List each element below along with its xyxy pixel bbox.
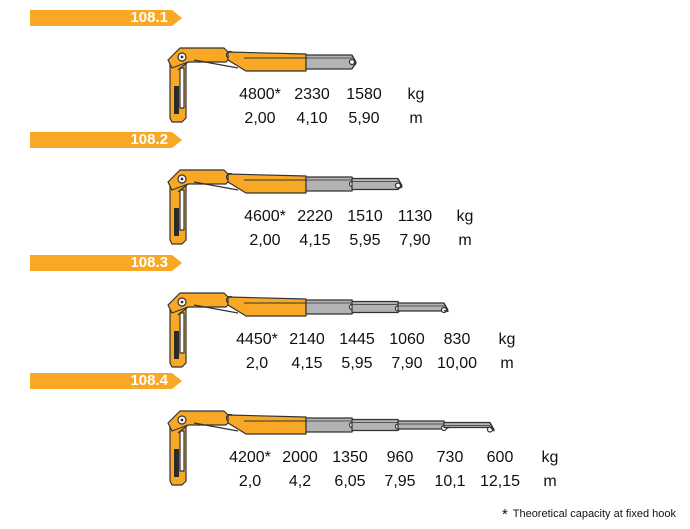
boom-extension	[305, 176, 357, 192]
model-label: 108.3	[130, 254, 168, 271]
reach-value: 10,00	[436, 355, 478, 372]
reach-value: 6,05	[334, 473, 366, 490]
model-label: 108.4	[130, 372, 168, 389]
reach-value: 4,10	[296, 110, 328, 127]
boom-extension	[351, 177, 403, 191]
column-cylinder	[179, 312, 185, 354]
capacity-value: 1580	[346, 86, 382, 103]
extension-joint	[394, 182, 402, 189]
reach-unit: m	[409, 110, 423, 127]
reach-value: 4,15	[299, 232, 331, 249]
outer-boom	[227, 173, 307, 194]
outer-boom	[227, 296, 307, 317]
boom-tip	[351, 55, 357, 69]
capacity-value: 1510	[347, 208, 383, 225]
reach-value: 2,0	[245, 355, 269, 372]
boom-extension	[305, 54, 357, 70]
crane-illustration	[167, 410, 495, 486]
crane-illustration	[167, 47, 357, 123]
footnote-symbol: *	[502, 506, 508, 523]
reach-value: 2,0	[238, 473, 262, 490]
capacity-value: 4600*	[244, 208, 286, 225]
reach-value: 5,95	[341, 355, 373, 372]
crane-model-1: 108.1 4800* 2330 1580 2,00 4,10 5,90 kg m	[0, 0, 690, 132]
boom-extension	[305, 299, 357, 315]
boom-extension	[397, 302, 449, 312]
extension-joint	[348, 58, 356, 66]
capacity-value: 1130	[397, 208, 433, 225]
column-shadow	[174, 208, 179, 236]
reach-unit: m	[543, 473, 557, 490]
footnote-text: Theoretical capacity at fixed hook	[512, 508, 676, 520]
boom-tip	[489, 422, 495, 432]
reach-value: 7,95	[384, 473, 416, 490]
reach-unit: m	[500, 355, 514, 372]
boom-extension	[305, 417, 357, 433]
reach-value: 7,90	[391, 355, 423, 372]
capacity-value: 4200*	[229, 449, 271, 466]
capacity-unit: kg	[498, 331, 516, 348]
capacity-unit: kg	[407, 86, 425, 103]
reach-unit: m	[458, 232, 472, 249]
reach-value: 7,90	[399, 232, 431, 249]
column-shadow	[174, 86, 179, 114]
capacity-unit: kg	[541, 449, 559, 466]
crane-illustration	[167, 292, 449, 368]
capacity-value: 2140	[289, 331, 325, 348]
crane-model-4: 108.4 4200* 2000 1350 960 730 600 2,0 4,2 6,05 7,9…	[0, 363, 690, 495]
boom-extension	[351, 300, 403, 314]
reach-value: 12,15	[479, 473, 521, 490]
capacity-value: 830	[443, 331, 471, 348]
model-tag: 108.4	[30, 373, 182, 389]
capacity-value: 1350	[332, 449, 368, 466]
column-cylinder	[179, 430, 185, 472]
capacity-unit: kg	[456, 208, 474, 225]
crane-illustration	[167, 169, 403, 245]
model-tag: 108.3	[30, 255, 182, 271]
capacity-value: 730	[436, 449, 464, 466]
column-cylinder	[179, 189, 185, 231]
capacity-value: 1445	[339, 331, 375, 348]
model-tag: 108.2	[30, 132, 182, 148]
reach-value: 4,2	[288, 473, 312, 490]
model-tag: 108.1	[30, 10, 182, 26]
capacity-value: 960	[386, 449, 414, 466]
reach-value: 4,15	[291, 355, 323, 372]
capacity-value: 600	[486, 449, 514, 466]
outer-boom	[227, 414, 307, 435]
model-label: 108.2	[130, 131, 168, 148]
reach-value: 5,90	[348, 110, 380, 127]
capacity-value: 2330	[294, 86, 330, 103]
crane-model-2: 108.2 4600* 2220 1510 1130 2,00 4,15 5,95 7,90 kg…	[0, 122, 690, 254]
boom-tip	[443, 303, 449, 313]
footnote: * Theoretical capacity at fixed hook	[502, 506, 676, 523]
boom-tip	[397, 178, 403, 190]
capacity-value: 4450*	[236, 331, 278, 348]
reach-value: 2,00	[249, 232, 281, 249]
column-shadow	[174, 449, 179, 477]
capacity-value: 4800*	[239, 86, 281, 103]
reach-value: 2,00	[244, 110, 276, 127]
column-cylinder	[179, 67, 185, 109]
capacity-value: 1060	[389, 331, 425, 348]
model-label: 108.1	[130, 9, 168, 26]
boom-extension	[397, 420, 449, 430]
crane-model-3: 108.3 4450* 2140 1445 1060 830 2,0 4,15 5,95 7,90…	[0, 245, 690, 377]
capacity-value: 2220	[297, 208, 333, 225]
capacity-value: 2000	[282, 449, 318, 466]
boom-extension	[351, 418, 403, 432]
reach-value: 5,95	[349, 232, 381, 249]
boom-extension	[443, 421, 495, 431]
reach-value: 10,1	[434, 473, 466, 490]
column-shadow	[174, 331, 179, 359]
outer-boom	[227, 51, 307, 72]
